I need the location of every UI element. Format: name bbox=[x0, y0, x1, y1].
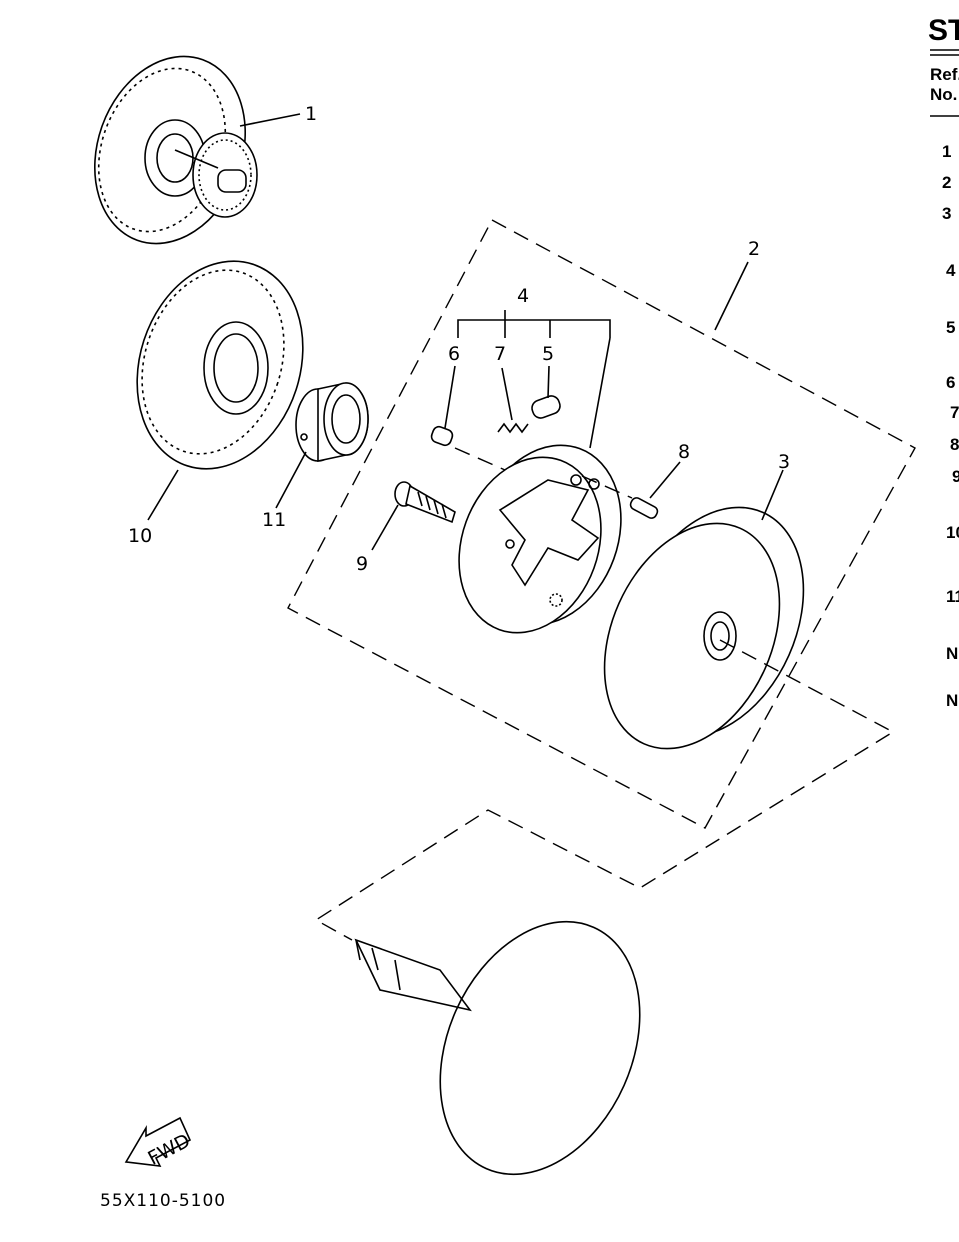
leader-8 bbox=[649, 461, 681, 499]
leader-1 bbox=[239, 113, 301, 127]
callout-5: 5 bbox=[542, 343, 554, 365]
leader-6-dashed bbox=[454, 447, 506, 471]
table-row-ref: 4 bbox=[946, 261, 956, 280]
part-11-bushing[interactable] bbox=[295, 382, 369, 462]
leader-10 bbox=[147, 469, 179, 521]
leader-6 bbox=[444, 365, 456, 429]
part-3-starter-clutch-outer[interactable] bbox=[571, 479, 838, 776]
part-7-spring[interactable] bbox=[497, 422, 529, 434]
shaft-leader-dashed bbox=[314, 639, 895, 941]
table-row-ref: N bbox=[946, 691, 958, 710]
leader-7 bbox=[501, 367, 513, 421]
table-row-ref: 2 bbox=[942, 173, 951, 192]
callout-11: 11 bbox=[262, 509, 286, 531]
part-2-clutch-body[interactable] bbox=[435, 425, 645, 653]
table-rows: 1 2 3 4 5 6 7 8 9 10 11N N bbox=[942, 142, 959, 710]
part-10-starter-wheel-gear[interactable] bbox=[111, 239, 329, 490]
table-row-ref: N bbox=[946, 644, 958, 663]
leader-2 bbox=[714, 261, 749, 331]
table-row-ref: 6 bbox=[946, 373, 955, 392]
part-1-idler-gear[interactable] bbox=[70, 35, 271, 265]
diagram-code: 55X110-5100 bbox=[100, 1191, 226, 1211]
leader-4-bracket bbox=[457, 310, 611, 449]
callout-10: 10 bbox=[128, 525, 152, 547]
table-row-ref: 1 bbox=[942, 142, 951, 161]
callout-7: 7 bbox=[494, 343, 506, 365]
callout-3: 3 bbox=[778, 451, 790, 473]
table-header-no: No. bbox=[930, 85, 957, 104]
crankshaft-web bbox=[354, 920, 641, 1176]
table-row-ref: 11 bbox=[946, 587, 959, 606]
leader-9 bbox=[371, 504, 399, 551]
leader-8-dashed bbox=[581, 475, 633, 499]
part-8-pin[interactable] bbox=[629, 496, 659, 520]
table-row-ref: 9 bbox=[952, 467, 959, 486]
table-title: ST bbox=[928, 14, 959, 47]
table-header-ref: Ref. bbox=[930, 65, 959, 84]
callout-4: 4 bbox=[517, 285, 529, 307]
part-9-screw[interactable] bbox=[394, 481, 456, 524]
callout-6: 6 bbox=[448, 343, 460, 365]
part-6-roller[interactable] bbox=[430, 425, 454, 447]
leader-5 bbox=[547, 365, 550, 399]
fwd-arrow-icon: FWD bbox=[124, 1116, 194, 1170]
table-row-ref: 10 bbox=[946, 523, 959, 542]
assembly-2-boundary bbox=[287, 219, 916, 829]
callout-1: 1 bbox=[305, 103, 317, 125]
table-row-ref: 5 bbox=[946, 318, 955, 337]
table-row-ref: 7 bbox=[950, 403, 959, 422]
callout-9: 9 bbox=[356, 553, 368, 575]
parts-table: ST Ref. No. 1 2 3 4 5 6 7 8 9 10 11N N bbox=[928, 14, 959, 710]
leader-11 bbox=[275, 451, 307, 509]
table-row-ref: 8 bbox=[950, 435, 959, 454]
callout-2: 2 bbox=[748, 238, 760, 260]
part-5-plunger[interactable] bbox=[530, 394, 562, 420]
table-row-ref: 3 bbox=[942, 204, 951, 223]
leader-3 bbox=[761, 469, 784, 521]
callout-8: 8 bbox=[678, 441, 690, 463]
